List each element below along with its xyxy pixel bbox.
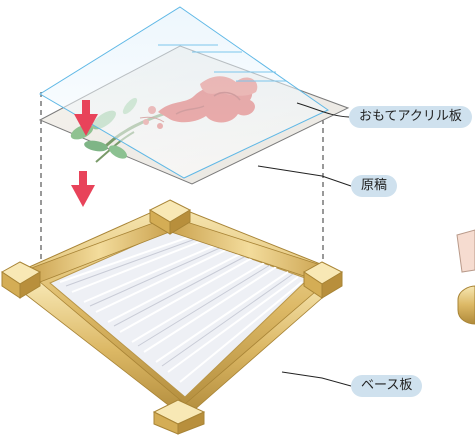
corner-block-bottom (152, 399, 206, 435)
label-base-plate: ベース板 (351, 375, 423, 397)
label-manuscript: 原稿 (351, 175, 398, 197)
label-acrylic-panel: おもてアクリル板 (349, 106, 472, 128)
arrow-down-upper-icon (74, 100, 98, 136)
leader-lines (257, 102, 352, 387)
partial-frame-right (456, 229, 475, 325)
base-frame (1, 199, 344, 435)
arrow-down-lower-icon (71, 171, 95, 207)
corner-block-right (303, 261, 344, 299)
acrylic-panel (39, 6, 329, 179)
corner-block-top (148, 199, 192, 235)
base-lattice (59, 235, 303, 383)
corner-block-left (1, 261, 42, 299)
